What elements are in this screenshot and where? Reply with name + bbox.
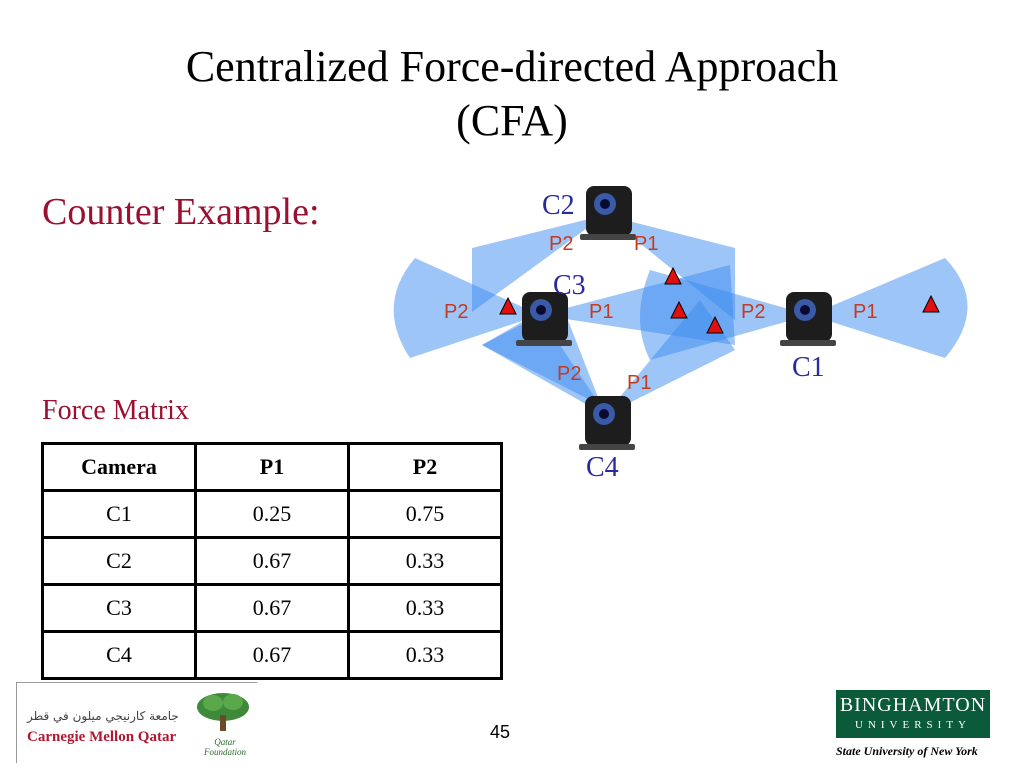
slide-title: Centralized Force-directed Approach (CFA… — [0, 40, 1024, 148]
target — [664, 266, 682, 285]
force-matrix-label: Force Matrix — [42, 395, 189, 426]
label-c1: C1 — [792, 352, 825, 383]
table-header-row: Camera P1 P2 — [41, 442, 503, 492]
page-number: 45 — [490, 722, 511, 742]
table-cell: C2 — [41, 536, 197, 586]
label-c1-right: P1 — [853, 301, 877, 323]
camera-coverage-diagram: C2 C3 C1 C4 P2 P1 P2 P1 P2 P2 P1 P1 — [393, 186, 968, 483]
table-cell: 0.33 — [347, 583, 503, 633]
table-cell: 0.67 — [194, 583, 350, 633]
binghamton-university-logo: BINGHAMTON UNIVERSITY State University o… — [836, 690, 990, 759]
header-cell: P2 — [347, 442, 503, 492]
label-c2-left: P2 — [549, 233, 573, 255]
label-c3: C3 — [553, 270, 586, 301]
carnegie-mellon-qatar-logo: جامعة كارنيجي ميلون في قطر Carnegie Mell… — [16, 682, 257, 763]
bu-wordmark: BINGHAMTON UNIVERSITY — [836, 690, 990, 738]
title-line-1: Centralized Force-directed Approach — [185, 42, 839, 91]
fov-c3-left — [393, 258, 540, 358]
fov-sectors — [393, 215, 968, 415]
cmq-arabic-text: جامعة كارنيجي ميلون في قطر — [27, 709, 179, 723]
fov-c1-right — [810, 258, 968, 358]
label-c2-right: P1 — [634, 233, 658, 255]
label-c3-right: P1 — [589, 301, 613, 323]
targets — [499, 266, 940, 334]
camera-c1 — [780, 292, 836, 346]
label-c3-bottom: P2 — [557, 363, 581, 385]
target — [670, 300, 688, 319]
table-cell: C3 — [41, 583, 197, 633]
camera-c4 — [579, 396, 635, 450]
fov-c2-left — [472, 215, 605, 312]
table-cell: 0.67 — [194, 536, 350, 586]
qatar-foundation-tree-icon — [197, 693, 249, 731]
label-c4-right: P1 — [627, 372, 651, 394]
label-c2: C2 — [542, 190, 575, 221]
table-row: C1 0.25 0.75 — [41, 489, 503, 539]
table-cell: C4 — [41, 630, 197, 680]
table-cell: C1 — [41, 489, 197, 539]
fov-c4-right — [605, 300, 735, 415]
bu-subtitle: State University of New York — [836, 744, 978, 758]
fov-c4-left — [482, 300, 605, 415]
table-cell: 0.33 — [347, 536, 503, 586]
camera-c3 — [516, 292, 572, 346]
label-c1-left: P2 — [741, 301, 765, 323]
force-matrix-table: Camera P1 P2 C1 0.25 0.75 C2 0.67 0.33 C… — [41, 442, 503, 680]
target — [706, 315, 724, 334]
label-c4: C4 — [586, 452, 619, 483]
table-cell: 0.75 — [347, 489, 503, 539]
label-c3-left: P2 — [444, 301, 468, 323]
table-cell: 0.67 — [194, 630, 350, 680]
title-line-2: (CFA) — [456, 96, 568, 145]
header-cell: Camera — [41, 442, 197, 492]
target — [922, 294, 940, 313]
qatar-foundation-name: Qatar Foundation — [204, 737, 246, 757]
table-row: C3 0.67 0.33 — [41, 583, 503, 633]
bu-university: UNIVERSITY — [855, 719, 971, 731]
table-row: C4 0.67 0.33 — [41, 630, 503, 680]
camera-c2 — [580, 186, 636, 240]
table-cell: 0.33 — [347, 630, 503, 680]
table-cell: 0.25 — [194, 489, 350, 539]
target — [499, 296, 517, 315]
p-labels: P2 P1 P2 P1 P2 P2 P1 P1 — [444, 233, 877, 394]
bu-name: BINGHAMTON — [839, 694, 987, 716]
header-cell: P1 — [194, 442, 350, 492]
camera-labels: C2 C3 C1 C4 — [542, 190, 825, 483]
table-row: C2 0.67 0.33 — [41, 536, 503, 586]
subtitle: Counter Example: — [42, 191, 320, 233]
cmq-name: Carnegie Mellon Qatar — [27, 729, 177, 745]
